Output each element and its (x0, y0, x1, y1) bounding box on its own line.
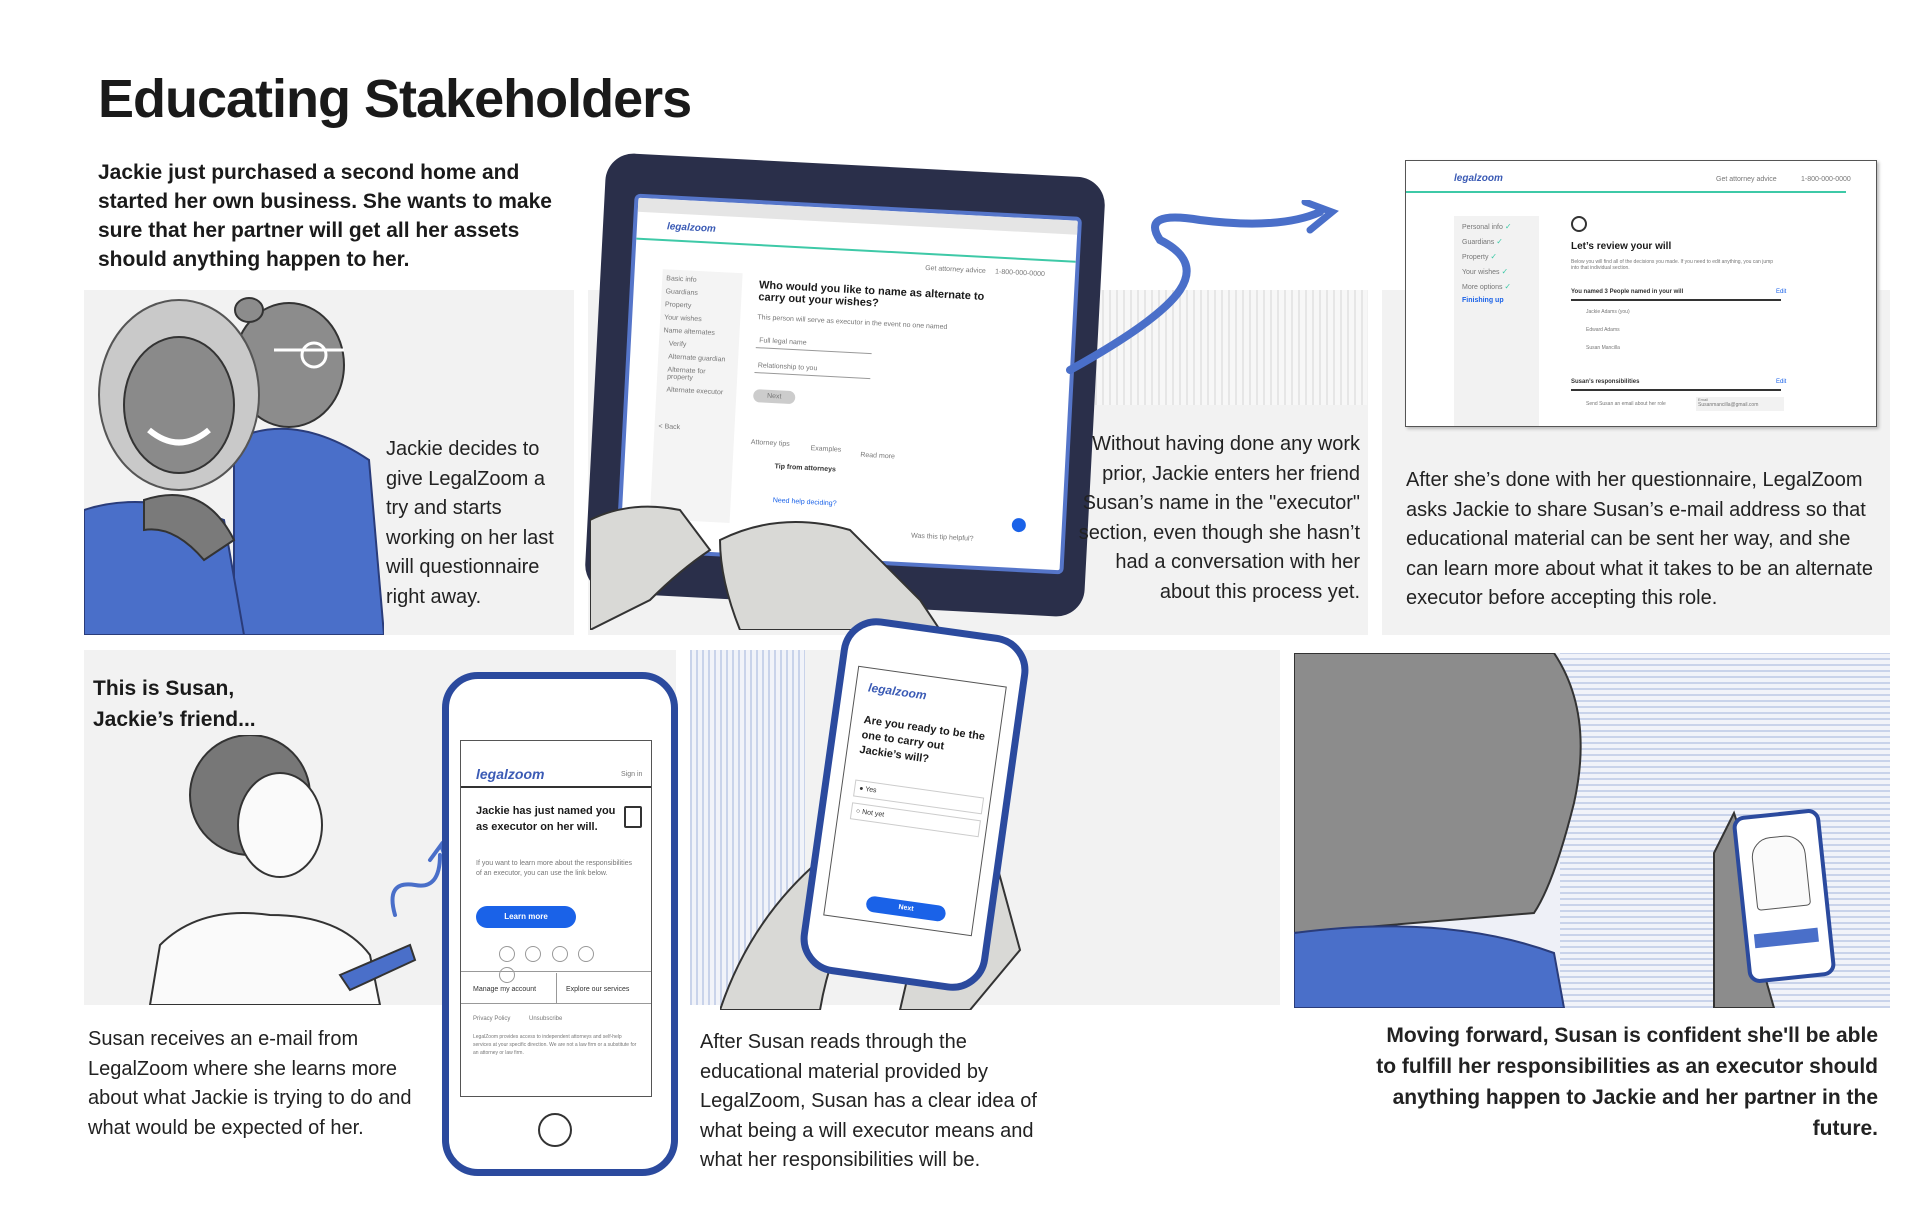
email-footer-link[interactable]: Manage my account (473, 986, 537, 993)
email-body: If you want to learn more about the resp… (476, 860, 633, 877)
question-next-button[interactable]: Next (865, 895, 947, 923)
sidebar-item[interactable]: Your wishes ✓ (1462, 267, 1509, 276)
review-person: Edward Adams (1586, 327, 1620, 333)
video-phone (1731, 807, 1837, 985)
review-logo: legalzoom (1454, 173, 1503, 184)
sidebar-item[interactable]: Basic info (666, 275, 697, 284)
review-screen: legalzoom Get attorney advice 1-800-000-… (1405, 160, 1877, 427)
caption-panel3: After she’s done with her questionnaire,… (1406, 469, 1873, 609)
sidebar-item[interactable]: Name alternates (663, 327, 716, 337)
email-sign-in[interactable]: Sign in (621, 771, 643, 778)
question-text: Are you ready to be the one to carry out… (858, 714, 986, 766)
review-subtext: Below you will find all of the decisions… (1571, 259, 1774, 271)
caption-panel5: After Susan reads through the educationa… (700, 1031, 1037, 1171)
caption-panel4: Susan receives an e-mail from LegalZoom … (88, 1028, 412, 1139)
learn-more-button[interactable]: Learn more (476, 906, 576, 928)
video-controls[interactable] (1753, 927, 1819, 949)
laptop-tab[interactable]: Attorney tips (750, 438, 790, 448)
email-heading: Jackie has just named you as executor on… (476, 805, 616, 833)
caption-panel6: Moving forward, Susan is confident she'l… (1376, 1024, 1878, 1140)
social-icons (496, 946, 616, 988)
review-header-phone[interactable]: 1-800-000-0000 (1801, 176, 1851, 183)
review-edit-link[interactable]: Edit (1776, 289, 1787, 295)
arrow-icon (1066, 200, 1339, 374)
facebook-icon[interactable] (499, 946, 515, 962)
sidebar-item[interactable]: Alternate executor (666, 386, 724, 397)
linkedin-icon[interactable] (578, 946, 595, 962)
twitter-icon[interactable] (525, 946, 542, 962)
laptop-next-button[interactable]: Next (752, 389, 796, 405)
caption-panel1: Jackie decides to give LegalZoom a try a… (386, 438, 554, 608)
email-screen: legalzoom Sign in Jackie has just named … (460, 740, 652, 1097)
laptop-subtext: This person will serve as executor in th… (757, 314, 948, 332)
sidebar-item[interactable]: Personal info ✓ (1462, 222, 1512, 231)
email-fine-print: LegalZoom provides access to independent… (473, 1034, 637, 1056)
magnifier-icon (1571, 216, 1587, 232)
laptop-field-name[interactable]: Full legal name (755, 334, 873, 355)
laptop-field-relationship[interactable]: Relationship to you (754, 359, 872, 380)
review-send-label: Send Susan an email about her role (1586, 401, 1666, 407)
email-footer-link[interactable]: Explore our services (566, 986, 630, 993)
sidebar-item[interactable]: Alternate guardian (667, 353, 726, 364)
home-button[interactable] (538, 1113, 572, 1147)
sidebar-item-active[interactable]: Finishing up (1462, 297, 1504, 304)
laptop-tip-title: Tip from attorneys (774, 463, 836, 474)
back-link[interactable]: < Back (658, 423, 681, 432)
review-sidebar: Personal info ✓ Guardians ✓ Property ✓ Y… (1454, 216, 1539, 426)
question-logo: legalzoom (867, 680, 928, 703)
video-contact (1749, 833, 1812, 911)
email-unsubscribe-link[interactable]: Unsubscribe (529, 1016, 563, 1022)
email-privacy-link[interactable]: Privacy Policy (473, 1016, 511, 1022)
laptop-header-phone[interactable]: 1-800-000-0000 (994, 268, 1046, 279)
document-icon (624, 806, 642, 828)
youtube-icon[interactable] (551, 946, 568, 962)
sidebar-item[interactable]: Property (664, 301, 692, 310)
hatch-texture (1095, 290, 1367, 405)
review-person: Jackie Adams (you) (1586, 309, 1630, 315)
review-person: Susan Mancilla (1586, 345, 1620, 351)
laptop-logo: legalzoom (666, 221, 717, 235)
sidebar-item[interactable]: Verify (668, 340, 687, 349)
sidebar-item[interactable]: Guardians (665, 288, 699, 297)
susan-heading: This is Susan, Jackie’s friend... (93, 677, 256, 731)
panel-jackie: Jackie decides to give LegalZoom a try a… (84, 290, 574, 635)
typing-hands-illustration (590, 505, 942, 630)
sidebar-item[interactable]: More options ✓ (1462, 282, 1512, 291)
laptop-question: Who would you like to name as alternate … (758, 279, 985, 310)
review-edit-link[interactable]: Edit (1776, 379, 1787, 385)
sidebar-item[interactable]: Alternate for property (666, 366, 706, 382)
intro-text: Jackie just purchased a second home and … (98, 161, 552, 271)
sidebar-item[interactable]: Guardians ✓ (1462, 237, 1503, 246)
laptop-header-advice[interactable]: Get attorney advice (924, 264, 986, 275)
instagram-icon[interactable] (499, 967, 515, 983)
susan-illustration (148, 735, 417, 1005)
jackie-partner-illustration (84, 297, 384, 635)
sidebar-item[interactable]: Your wishes (664, 314, 702, 324)
review-named-label: You named 3 People named in your will (1571, 289, 1684, 295)
review-header-advice[interactable]: Get attorney advice (1716, 176, 1777, 183)
caption-panel2: Without having done any work prior, Jack… (1078, 433, 1360, 603)
page-title: Educating Stakeholders (98, 69, 692, 129)
email-logo: legalzoom (476, 766, 545, 782)
chat-icon[interactable] (1011, 517, 1027, 533)
sidebar-item[interactable]: Property ✓ (1462, 252, 1498, 261)
review-responsibilities-label: Susan’s responsibilities (1571, 379, 1640, 385)
laptop-tab[interactable]: Read more (860, 451, 896, 461)
laptop-tab[interactable]: Examples (810, 445, 842, 454)
review-heading: Let’s review your will (1571, 241, 1672, 252)
review-email-field[interactable]: Email Susanmancilla@gmail.com (1696, 397, 1784, 411)
